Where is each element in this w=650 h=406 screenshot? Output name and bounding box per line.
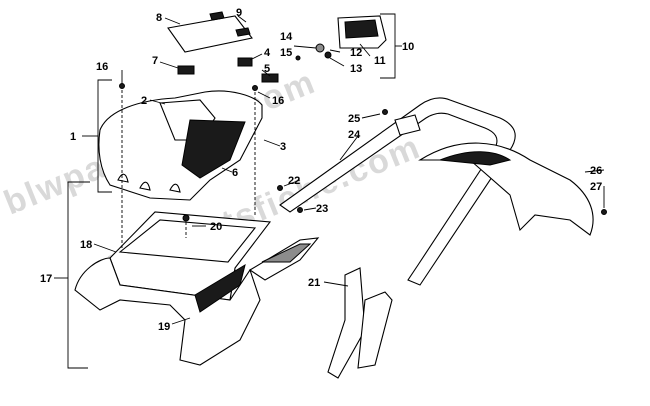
taillight-part (337, 15, 387, 49)
seat-cover-part (98, 90, 263, 201)
callout-20: 20 (210, 221, 222, 233)
callout-8: 8 (156, 12, 162, 24)
leader-3 (263, 139, 281, 147)
screw-16b-part (252, 85, 258, 91)
leader-24 (339, 135, 359, 161)
callout-6: 6 (232, 167, 238, 179)
screw-16a-part (119, 83, 125, 89)
rear-flap-part (418, 142, 594, 236)
pad-4-part (237, 57, 253, 67)
screw-20-part (182, 214, 190, 222)
bracket-line-17 (67, 181, 90, 369)
nut-13-part (324, 51, 332, 59)
leader-4 (249, 53, 263, 61)
side-trim-part (248, 237, 320, 281)
callout-12: 12 (350, 47, 362, 59)
callout-23: 23 (316, 203, 328, 215)
leader-23 (303, 207, 317, 211)
callout-1: 1 (70, 131, 76, 143)
leader-2 (149, 99, 166, 105)
leader-14 (293, 45, 317, 49)
callout-15: 15 (280, 47, 292, 59)
callout-3: 3 (280, 141, 286, 153)
callout-25: 25 (348, 113, 360, 125)
callout-14: 14 (280, 31, 293, 43)
leader-9 (237, 15, 247, 23)
callout-22: 22 (288, 175, 300, 187)
callout-18: 18 (80, 239, 92, 251)
tool-tray-part (167, 11, 253, 53)
leader-5 (261, 69, 271, 77)
callout-7: 7 (152, 55, 158, 67)
callout-13: 13 (350, 63, 362, 75)
screw-25-part (382, 109, 388, 115)
leader-21 (323, 281, 349, 287)
leader-16b (257, 91, 271, 99)
leader-12 (329, 49, 341, 53)
callout-9: 9 (236, 7, 242, 19)
screw-23-part (297, 207, 303, 213)
callout-19: 19 (158, 321, 170, 333)
callout-24: 24 (348, 129, 361, 141)
screw-15-part (295, 55, 301, 61)
leader-13 (329, 57, 345, 67)
callout-26: 26 (590, 165, 602, 177)
callout-2: 2 (141, 95, 147, 107)
pad-7-part (177, 65, 195, 75)
leader-7 (159, 61, 179, 69)
leader-26 (584, 169, 605, 173)
screw-22-part (277, 185, 283, 191)
screw-27-part (601, 209, 607, 215)
callout-16-top: 16 (96, 61, 108, 73)
grab-handle-part (279, 97, 516, 286)
leader-6 (221, 167, 233, 173)
leader-18 (93, 243, 117, 253)
leader-19 (171, 317, 191, 325)
callout-16-right: 16 (272, 95, 284, 107)
callout-5: 5 (264, 63, 270, 75)
nut-12-part (315, 43, 325, 53)
pad-5-part (261, 73, 279, 83)
callout-11: 11 (374, 55, 386, 67)
leader-22 (283, 179, 301, 187)
leader-8 (164, 17, 181, 25)
callout-10: 10 (402, 41, 414, 53)
callout-21: 21 (308, 277, 320, 289)
callout-27: 27 (590, 181, 602, 193)
leader-11 (359, 43, 371, 57)
bracket-part (327, 267, 393, 379)
callout-4: 4 (264, 47, 271, 59)
lower-side-panel-part (74, 257, 261, 366)
leader-25 (361, 113, 381, 119)
callout-17: 17 (40, 273, 52, 285)
